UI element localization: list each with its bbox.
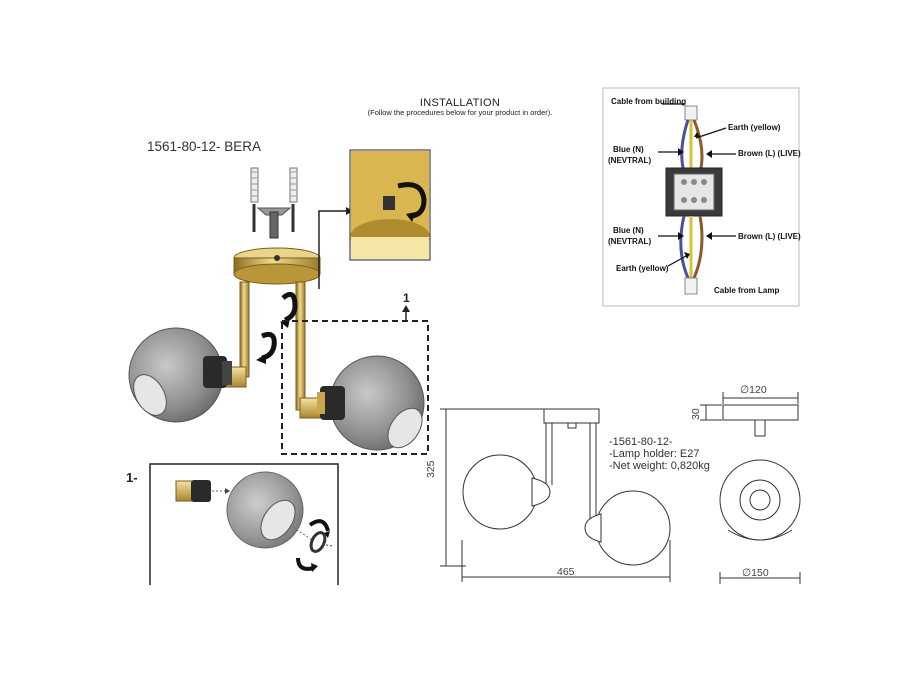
mounting-bracket (256, 207, 292, 239)
model-code: 1561-80-12- BERA (147, 139, 262, 154)
canopy (233, 247, 321, 285)
rotate-arrow-icon (261, 331, 277, 361)
dimension-canopy-height: 30 (690, 408, 702, 420)
dimension-height: 325 (425, 460, 437, 478)
earth-top-label: Earth (yellow) (728, 123, 781, 132)
arm-right (295, 281, 306, 411)
wall-plug-right (289, 167, 298, 232)
rotate-arrow-icon (281, 291, 298, 323)
blue-bottom-label-2: (NEVTRAL) (608, 237, 652, 246)
spec-lamp-holder: -Lamp holder: E27 (609, 448, 700, 460)
glass-shade-right (317, 355, 425, 451)
technical-drawing (440, 392, 801, 584)
step-1-label: 1- (126, 470, 138, 485)
cable-from-building-label: Cable from building (611, 97, 687, 106)
callout-box (281, 320, 429, 455)
blue-top-label: Blue (N) (613, 145, 644, 154)
spec-model: -1561-80-12- (609, 436, 673, 448)
callout-number: 1 (403, 291, 410, 305)
brown-bottom-label: Brown (L) (LIVE) (738, 232, 801, 241)
blue-bottom-label: Blue (N) (613, 226, 644, 235)
spec-net-weight: -Net weight: 0,820kg (609, 460, 710, 472)
dimension-width: 465 (557, 566, 575, 578)
neutral-wire (680, 119, 690, 173)
live-wire (692, 119, 704, 173)
installation-title: INSTALLATION (419, 97, 501, 109)
installation-subtitle: (Follow the procedures below for your pr… (367, 108, 553, 117)
cable-from-lamp-label: Cable from Lamp (714, 286, 780, 295)
dimension-canopy-diameter: ∅120 (740, 384, 767, 396)
arm-left (239, 281, 250, 378)
blue-top-label-2: (NEVTRAL) (608, 156, 652, 165)
brown-top-label: Brown (L) (LIVE) (738, 149, 801, 158)
earth-bottom-label: Earth (yellow) (616, 264, 669, 273)
canopy-detail-inset (349, 149, 431, 261)
step-1-detail (149, 463, 339, 585)
rotate-arrow-icon (397, 182, 427, 219)
wiring-diagram (602, 87, 800, 307)
dimension-shade-diameter: ∅150 (742, 567, 769, 579)
glass-shade-left (128, 327, 232, 423)
wall-plug-left (250, 167, 259, 232)
